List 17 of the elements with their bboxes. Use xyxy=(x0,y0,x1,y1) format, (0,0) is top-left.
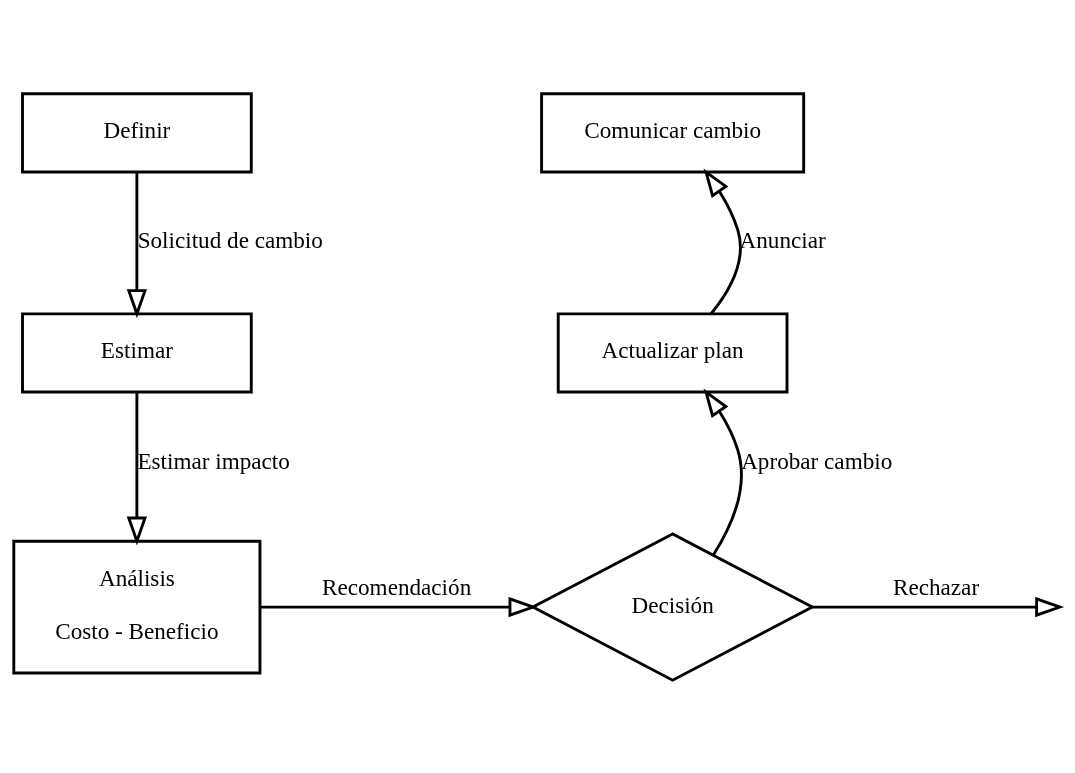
edge-label: Solicitud de cambio xyxy=(137,226,323,253)
edge-label: Estimar impacto xyxy=(137,447,290,474)
edge-label: Recomendación xyxy=(322,573,472,600)
arrow xyxy=(260,596,538,617)
node-box: Comunicar cambio xyxy=(540,91,806,173)
node-box: Estimar xyxy=(21,311,253,393)
node-box: Análisis Costo - Beneficio xyxy=(12,539,262,674)
node-box: Definir xyxy=(21,91,253,173)
edge-label: Aprobar cambio xyxy=(741,447,893,474)
arrow xyxy=(126,392,148,546)
node-box: Actualizar plan xyxy=(556,311,789,393)
arrow xyxy=(703,167,742,315)
arrow xyxy=(812,596,1065,617)
edge-label: Anunciar xyxy=(739,226,826,253)
arrow xyxy=(126,171,148,318)
edge-label: Rechazar xyxy=(892,573,980,600)
arrow xyxy=(703,387,743,555)
